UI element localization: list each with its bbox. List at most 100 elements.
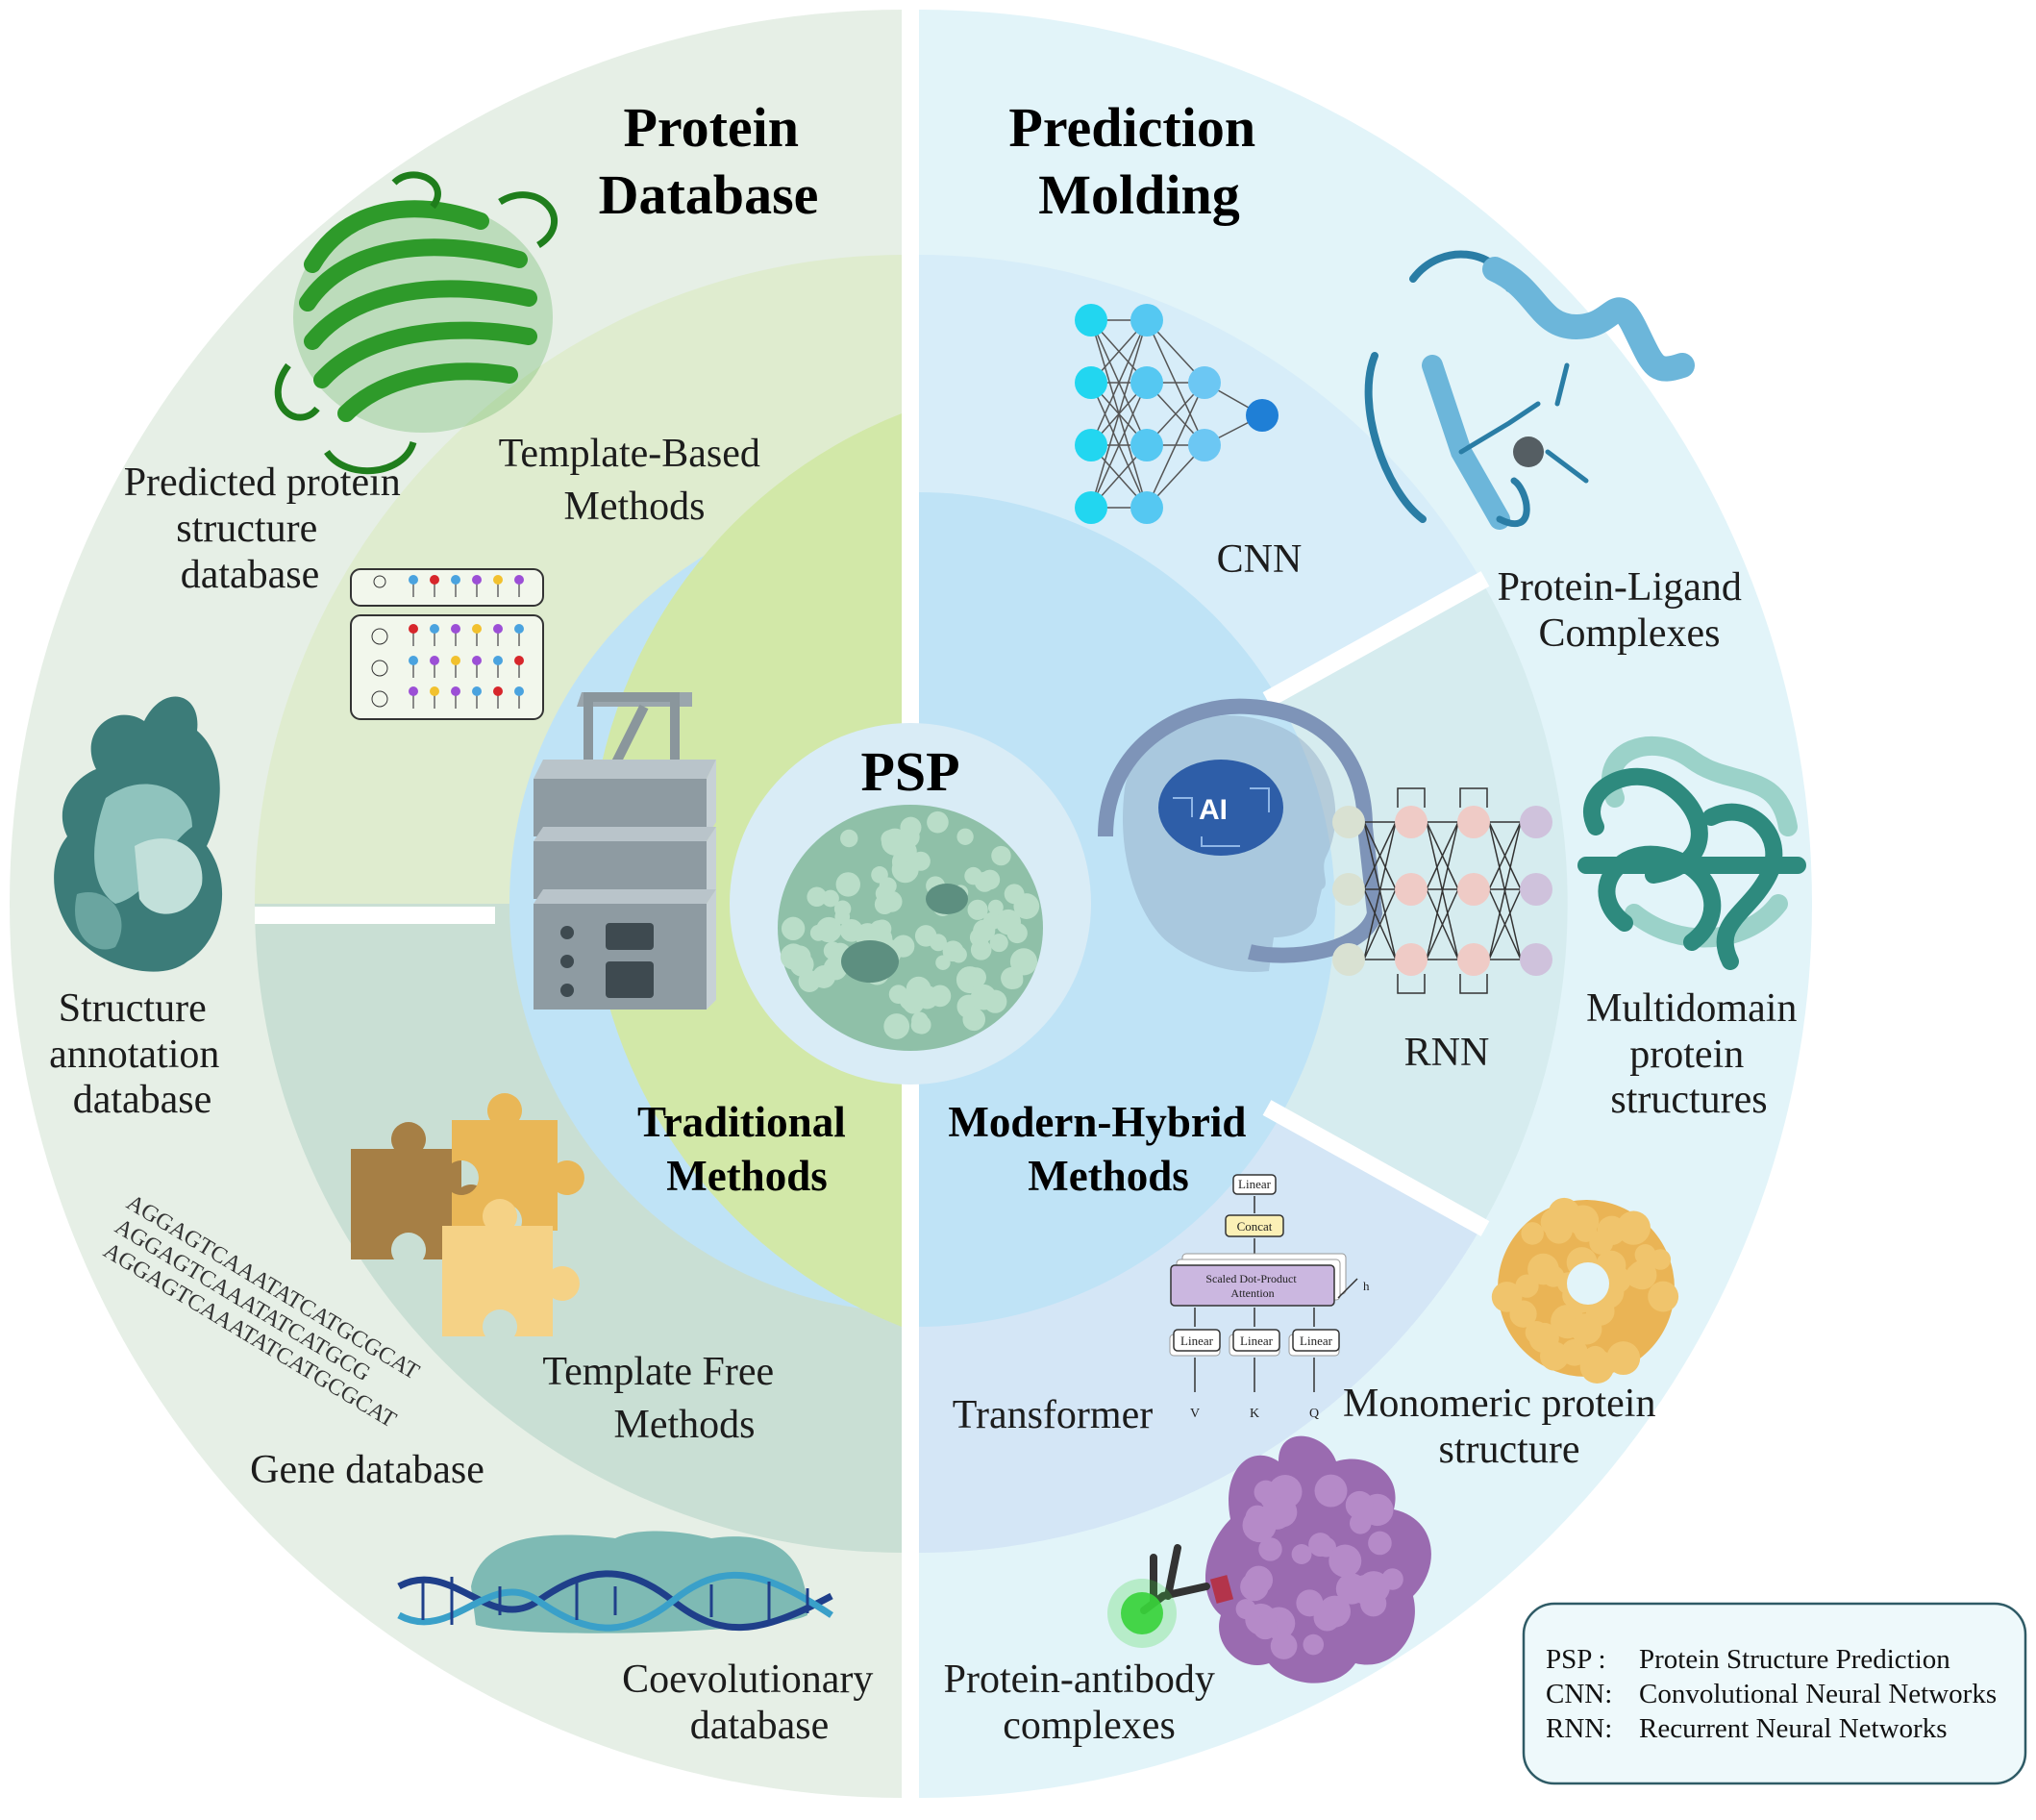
cnn-node [1130, 366, 1163, 399]
concat-text: Concat [1237, 1219, 1273, 1234]
texture-dot [874, 894, 895, 914]
legend-abbr: PSP : [1546, 1644, 1606, 1675]
tf-linear-box [1173, 1329, 1221, 1352]
rnn-node [1395, 806, 1428, 838]
alignment-pin-head [493, 686, 503, 696]
rnn-loop [1397, 787, 1426, 808]
top-linear-box [1232, 1174, 1277, 1195]
frog-icon [371, 660, 388, 677]
texture-dot [807, 886, 828, 908]
texture-dot [1328, 1544, 1362, 1578]
texture-dot [1240, 1572, 1269, 1602]
right-title-line2: Molding [1038, 163, 1240, 226]
center-label: PSP [860, 740, 959, 803]
h-text: h [1363, 1279, 1370, 1293]
concat-box [1225, 1214, 1284, 1237]
alignment-pin-head [493, 624, 503, 634]
texture-dot [900, 816, 922, 838]
texture-dot [1571, 1313, 1602, 1345]
tf-input-text: V [1190, 1407, 1200, 1421]
top-linear-text: Linear [1238, 1177, 1272, 1191]
rooster-icon [371, 690, 388, 708]
texture-dot [883, 1013, 910, 1039]
texture-dot [798, 970, 821, 992]
alignment-pin-head [409, 624, 418, 634]
tf-linear-box [1292, 1329, 1340, 1352]
alignment-pin-head [451, 575, 460, 585]
cnn-node [1075, 366, 1107, 399]
inner-left-label: Traditional Methods [637, 1098, 857, 1200]
texture-dot [915, 989, 931, 1006]
multidomain-label: Multidomain protein structures [1586, 986, 1807, 1122]
texture-dot [989, 934, 1008, 953]
multidomain-protein-icon [1577, 735, 1806, 970]
texture-dot [1527, 1253, 1559, 1285]
alignment-pin-head [430, 575, 439, 585]
left-title: Protein Database [599, 96, 819, 226]
left-title-line2: Database [599, 163, 819, 226]
legend-full: Recurrent Neural Networks [1639, 1713, 1948, 1744]
cnn-node [1130, 429, 1163, 461]
cnn-node [1188, 429, 1221, 461]
rnn-loop [1459, 787, 1488, 808]
texture-dot [970, 939, 992, 960]
texture-dot [1509, 1300, 1537, 1328]
texture-dot [991, 845, 1011, 866]
legend-full: Protein Structure Prediction [1639, 1644, 1950, 1675]
cnn-edge [1090, 319, 1148, 509]
gfp-barrel-icon [274, 171, 559, 475]
texture-dot [892, 936, 908, 953]
texture-dot [1567, 1205, 1600, 1237]
texture-dot [966, 967, 986, 988]
texture-dot [1634, 1244, 1656, 1266]
monomeric-label: Monomeric protein structure [1343, 1382, 1666, 1472]
puzzle-pieces-icon [351, 1093, 584, 1336]
texture-dot [1316, 1536, 1337, 1558]
rnn-edge [1363, 821, 1397, 890]
rnn-node [1457, 873, 1490, 906]
alignment-pin-head [472, 686, 482, 696]
rnn-node [1520, 943, 1552, 976]
rnn-loop [1397, 974, 1426, 994]
tf-linear-text: Linear [1180, 1334, 1214, 1348]
gene-db-label: Gene database [250, 1448, 484, 1492]
cnn-network-icon [1075, 304, 1279, 524]
texture-dot [835, 872, 860, 897]
transformer-diagram-icon: Linear Concat Scaled Dot-Product Attenti… [1169, 1174, 1370, 1421]
alignment-pin-head [409, 575, 418, 585]
legend-full: Convolutional Neural Networks [1639, 1679, 1997, 1709]
texture-dot [1001, 913, 1019, 931]
cnn-label: CNN [1217, 537, 1303, 582]
texture-dot [1009, 948, 1038, 976]
texture-dot [881, 828, 909, 856]
texture-dot [888, 985, 908, 1004]
rnn-node [1332, 806, 1365, 838]
tf-linear-text: Linear [1240, 1334, 1274, 1348]
alignment-pin-head [514, 575, 524, 585]
texture-dot [781, 916, 806, 940]
inner-right-label: Modern-Hybrid Methods [948, 1098, 1256, 1200]
texture-dot [839, 918, 863, 942]
texture-dot [1291, 1544, 1312, 1564]
texture-dot [1560, 1338, 1588, 1366]
coevolutionary-db-label: Coevolutionary database [622, 1658, 883, 1748]
texture-dot [1270, 1633, 1298, 1659]
alignment-pin-head [472, 656, 482, 665]
texture-dot [1350, 1575, 1380, 1605]
texture-dot [1303, 1633, 1325, 1656]
cnn-node [1188, 366, 1221, 399]
alignment-pin-head [430, 656, 439, 665]
texture-dot [973, 919, 996, 942]
texture-dot [1368, 1531, 1392, 1556]
alignment-pin-head [472, 624, 482, 634]
legend-abbr: CNN: [1546, 1679, 1612, 1709]
cnn-edge [1090, 319, 1148, 446]
rnn-node [1395, 873, 1428, 906]
cnn-node [1246, 399, 1279, 432]
rnn-edge [1363, 821, 1397, 960]
cnn-node [1130, 491, 1163, 524]
tf-input-text: Q [1309, 1407, 1319, 1421]
annotation-protein-icon [54, 696, 223, 972]
alignment-pin-head [451, 686, 460, 696]
